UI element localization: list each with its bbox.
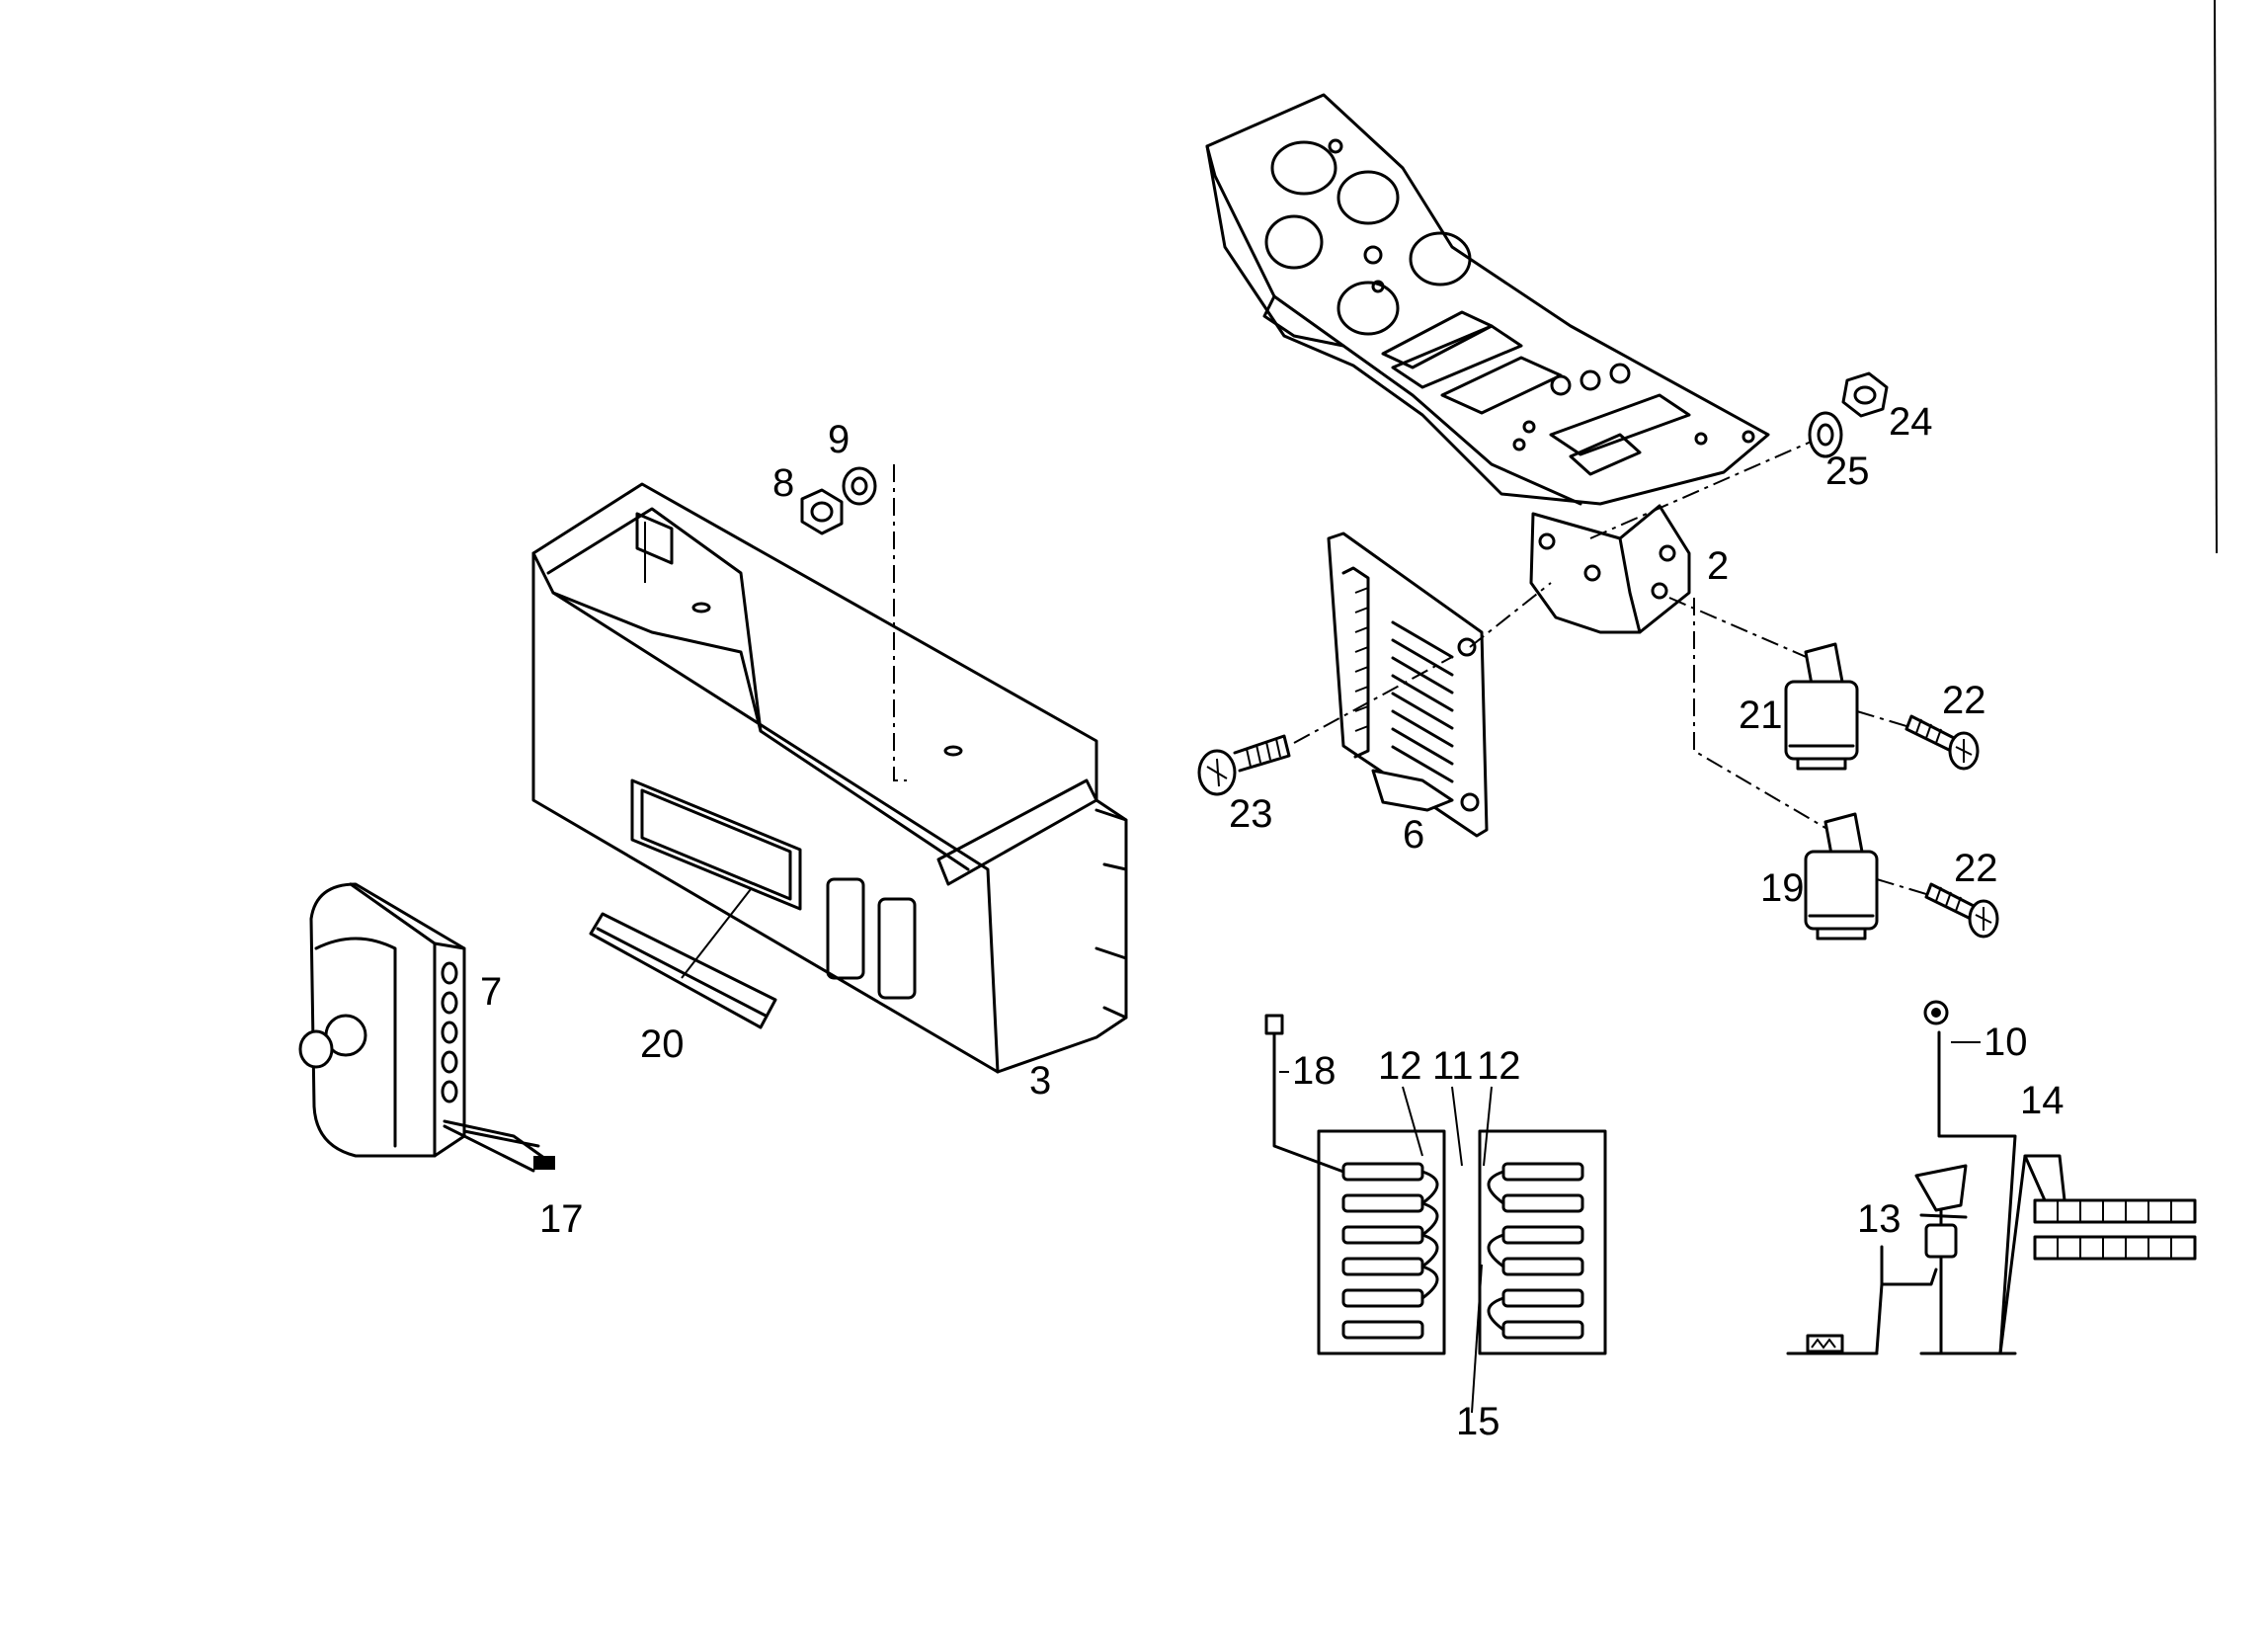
- callout-15: 15: [1456, 1400, 1500, 1443]
- callout-17: 17: [539, 1197, 584, 1241]
- terminal-18: [1264, 1014, 1284, 1035]
- indicator-lamp-10: [1923, 1000, 1949, 1025]
- connector-17: [533, 1156, 555, 1170]
- ground-terminal: [1786, 1334, 1879, 1355]
- leader-nut-to-housing: [893, 464, 907, 781]
- callout-24: 24: [1889, 400, 1933, 444]
- leader-bracket-to-nut: [1589, 439, 1817, 539]
- fuse-block-left: [1317, 1129, 1446, 1355]
- callout-10: 10: [1984, 1021, 2028, 1064]
- indicator-strip-14a: [2033, 1198, 2197, 1224]
- label-plate-20: [589, 912, 777, 1029]
- page-border-line: [2214, 0, 2218, 554]
- leader-bracket-relay21: [1668, 597, 1819, 663]
- callout-12b: 12: [1477, 1044, 1521, 1088]
- callout-8: 8: [772, 461, 794, 505]
- callout-labels: 2 3 6 7 8 9 10 11 12 12 13 14 15 17 18 1…: [480, 400, 2065, 1443]
- lamp-wire-10: [1937, 1030, 2017, 1355]
- callout-3: 3: [1029, 1059, 1051, 1103]
- callout-12a: 12: [1378, 1044, 1422, 1088]
- callout-2: 2: [1707, 544, 1729, 588]
- ground-wire-13: [1875, 1245, 1938, 1353]
- leader-bracket-relay19: [1693, 598, 1838, 836]
- indicator-strip-14b: [2033, 1235, 2197, 1261]
- hex-nut-8: [800, 488, 844, 535]
- relay-board: [1327, 532, 1489, 838]
- leader-board-to-bracket: [1469, 582, 1552, 648]
- lock-washer-25: [1808, 411, 1843, 458]
- callout-21: 21: [1739, 694, 1783, 737]
- leader-relay19-screw: [1876, 878, 1927, 895]
- mounting-bracket: [1529, 504, 1691, 634]
- console-housing: [531, 482, 1128, 1074]
- callout-6: 6: [1403, 813, 1424, 857]
- washer-9: [842, 466, 877, 506]
- leader-relay21-screw: [1856, 710, 1907, 727]
- callout-14: 14: [2020, 1079, 2065, 1122]
- callout-22b: 22: [1954, 847, 1998, 890]
- hex-nut-24: [1841, 371, 1889, 418]
- fuse-block-right: [1478, 1129, 1607, 1355]
- leader-14: [1998, 1154, 2066, 1355]
- wiring-harness-17: [443, 1119, 550, 1173]
- fuse-links: [1420, 1170, 1505, 1332]
- callout-22a: 22: [1942, 679, 1986, 722]
- fuse-leaders: [1279, 1071, 1493, 1414]
- callout-25: 25: [1825, 450, 1870, 493]
- instrument-panel-plate: [1205, 93, 1770, 506]
- callout-7: 7: [480, 970, 502, 1014]
- callout-20: 20: [640, 1022, 685, 1066]
- callout-18: 18: [1292, 1049, 1336, 1093]
- callout-11: 11: [1432, 1044, 1474, 1088]
- wire-18: [1272, 1025, 1345, 1174]
- leader-screw-to-board: [1293, 656, 1453, 744]
- relay-19: [1804, 812, 1879, 941]
- control-unit-7: [298, 882, 466, 1158]
- screw-23: [1197, 734, 1291, 796]
- switch-13: [1914, 1164, 1968, 1355]
- callout-19: 19: [1760, 866, 1805, 910]
- self-tapping-screw-22b: [1924, 882, 1999, 939]
- leader-plate-to-housing: [681, 888, 752, 979]
- callout-13: 13: [1857, 1197, 1902, 1241]
- self-tapping-screw-22a: [1904, 714, 1980, 771]
- callout-9: 9: [828, 418, 850, 461]
- callout-23: 23: [1229, 792, 1273, 836]
- relay-21: [1784, 642, 1859, 771]
